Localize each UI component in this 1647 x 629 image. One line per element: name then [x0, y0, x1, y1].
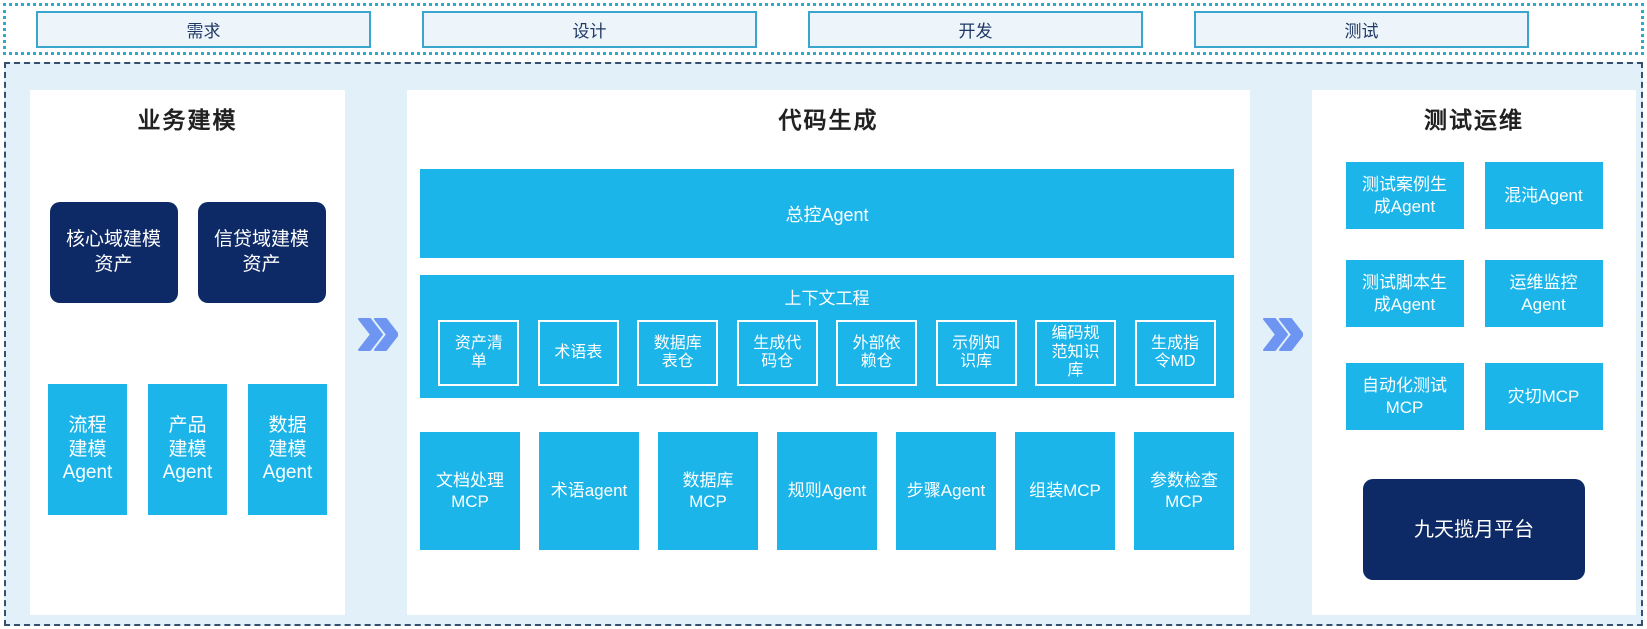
business-asset-row: 核心域建模 资产 信贷域建模 资产 — [30, 202, 345, 303]
chevron-right-icon — [1263, 318, 1303, 351]
node-rule-agent: 规则Agent — [777, 432, 877, 550]
node-doc-processing-mcp: 文档处理 MCP — [420, 432, 520, 550]
node-disaster-switch-mcp: 灾切MCP — [1484, 363, 1603, 430]
phase-box-testing: 测试 — [1194, 10, 1529, 48]
phase-strip: 需求 设计 开发 测试 — [3, 3, 1644, 55]
panel-test-operations: 测试运维 测试案例生 成Agent 混沌Agent 测试脚本生 成Agent 运… — [1312, 90, 1636, 615]
node-step-agent: 步骤Agent — [896, 432, 996, 550]
node-parameter-check-mcp: 参数检查 MCP — [1134, 432, 1234, 550]
node-glossary-agent: 术语agent — [539, 432, 639, 550]
panel-code-generation: 代码生成 总控Agent 上下文工程 资产清 单 术语表 数据库 表仓 生成代 … — [407, 90, 1250, 615]
node-master-control-agent: 总控Agent — [420, 169, 1234, 258]
node-database-table-repo: 数据库 表仓 — [637, 320, 719, 386]
phase-box-requirements: 需求 — [36, 10, 371, 48]
node-test-script-generation-agent: 测试脚本生 成Agent — [1345, 260, 1464, 327]
panel-title-test-operations: 测试运维 — [1424, 107, 1524, 133]
node-example-knowledge-base: 示例知 识库 — [935, 320, 1017, 386]
node-automated-test-mcp: 自动化测试 MCP — [1345, 363, 1464, 430]
node-generation-instruction-md: 生成指 令MD — [1134, 320, 1216, 386]
node-asset-list: 资产清 单 — [438, 320, 520, 386]
testops-row-2: 测试脚本生 成Agent 运维监控 Agent — [1312, 260, 1636, 327]
node-jiutian-lanyue-platform: 九天揽月平台 — [1363, 479, 1585, 580]
codegen-tool-row: 文档处理 MCP 术语agent 数据库 MCP 规则Agent 步骤Agent… — [420, 432, 1234, 550]
node-credit-domain-modeling-assets: 信贷域建模 资产 — [197, 202, 326, 303]
architecture-canvas: 业务建模 核心域建模 资产 信贷域建模 资产 流程 建模 Agent 产品 建模… — [4, 62, 1643, 626]
business-agent-row: 流程 建模 Agent 产品 建模 Agent 数据 建模 Agent — [30, 384, 345, 515]
node-database-mcp: 数据库 MCP — [658, 432, 758, 550]
node-process-modeling-agent: 流程 建模 Agent — [48, 384, 127, 515]
node-test-case-generation-agent: 测试案例生 成Agent — [1345, 162, 1464, 229]
node-external-dependency-repo: 外部依 赖仓 — [836, 320, 918, 386]
node-ops-monitoring-agent: 运维监控 Agent — [1484, 260, 1603, 327]
node-product-modeling-agent: 产品 建模 Agent — [148, 384, 227, 515]
node-coding-standard-knowledge-base: 编码规 范知识 库 — [1035, 320, 1117, 386]
panel-title-code-generation: 代码生成 — [778, 107, 879, 133]
testops-row-1: 测试案例生 成Agent 混沌Agent — [1312, 162, 1636, 229]
testops-row-3: 自动化测试 MCP 灾切MCP — [1312, 363, 1636, 430]
chevron-right-icon — [358, 318, 398, 351]
phase-box-development: 开发 — [808, 10, 1143, 48]
node-chaos-agent: 混沌Agent — [1484, 162, 1603, 229]
group-context-engineering: 上下文工程 资产清 单 术语表 数据库 表仓 生成代 码仓 外部依 赖仓 示例知… — [420, 275, 1234, 398]
context-engineering-items: 资产清 单 术语表 数据库 表仓 生成代 码仓 外部依 赖仓 示例知 识库 编码… — [420, 320, 1234, 386]
testops-platform-row: 九天揽月平台 — [1312, 479, 1636, 580]
node-data-modeling-agent: 数据 建模 Agent — [248, 384, 327, 515]
node-generated-code-repo: 生成代 码仓 — [736, 320, 818, 386]
node-core-domain-modeling-assets: 核心域建模 资产 — [49, 202, 178, 303]
panel-business-modeling: 业务建模 核心域建模 资产 信贷域建模 资产 流程 建模 Agent 产品 建模… — [30, 90, 345, 615]
panel-title-business-modeling: 业务建模 — [137, 107, 238, 133]
context-engineering-label: 上下文工程 — [784, 289, 870, 308]
node-glossary: 术语表 — [537, 320, 619, 386]
node-assembly-mcp: 组装MCP — [1015, 432, 1115, 550]
phase-box-design: 设计 — [422, 10, 757, 48]
